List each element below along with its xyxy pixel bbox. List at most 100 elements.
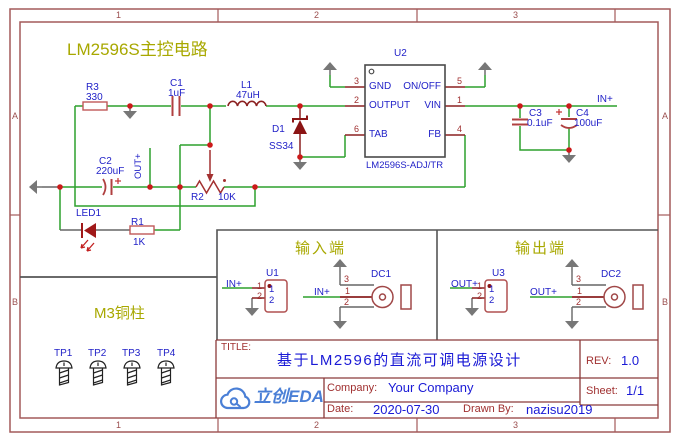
u2-pin-name-output: OUTPUT bbox=[369, 100, 411, 111]
potentiometer-r2[interactable] bbox=[195, 150, 226, 195]
ruler-row-b-right: B bbox=[662, 297, 669, 307]
ruler-col-2-bottom: 2 bbox=[314, 420, 320, 430]
u2-ref[interactable]: U2 bbox=[394, 48, 407, 59]
tp1-label[interactable]: TP1 bbox=[54, 348, 73, 359]
main-circuit-title: LM2596S主控电路 bbox=[67, 40, 208, 59]
company-value[interactable]: Your Company bbox=[388, 380, 474, 395]
ic-u2[interactable] bbox=[364, 64, 446, 158]
capacitor-c3[interactable] bbox=[512, 118, 528, 126]
ruler-row-a-right: A bbox=[662, 111, 669, 121]
input-section-title: 输入端 bbox=[295, 240, 347, 257]
u1-ref[interactable]: U1 bbox=[266, 268, 279, 279]
dc2-pin-num-1: 1 bbox=[577, 286, 583, 296]
pin-stubs bbox=[252, 86, 604, 299]
rev-value[interactable]: 1.0 bbox=[621, 353, 640, 368]
dc1-pin-num-2: 2 bbox=[344, 297, 350, 307]
diode-d1[interactable] bbox=[292, 115, 308, 135]
u1-pin-num-2-out: 2 bbox=[257, 291, 263, 301]
capacitor-c1[interactable] bbox=[171, 96, 181, 116]
u1-pin-num-2-in: 2 bbox=[269, 295, 275, 306]
u3-pin-num-1-out: 1 bbox=[477, 281, 483, 291]
c1-value[interactable]: 1uF bbox=[168, 88, 186, 99]
c4-value[interactable]: 100uF bbox=[574, 118, 603, 129]
u2-pin-name-fb: FB bbox=[428, 129, 441, 140]
ruler-row-b-left: B bbox=[12, 297, 19, 307]
r2-value[interactable]: 10K bbox=[218, 192, 236, 203]
led-led1[interactable] bbox=[80, 223, 96, 252]
net-label-out-u3[interactable]: OUT+ bbox=[451, 279, 478, 290]
header-u1[interactable] bbox=[264, 279, 288, 313]
titleblock-title[interactable]: 基于LM2596的直流可调电源设计 bbox=[277, 352, 522, 369]
sheet-value[interactable]: 1/1 bbox=[626, 383, 645, 398]
ruler-col-1-top: 1 bbox=[116, 10, 122, 20]
r2-ref[interactable]: R2 bbox=[191, 192, 204, 203]
tp2-label[interactable]: TP2 bbox=[88, 348, 107, 359]
inductor-l1[interactable] bbox=[227, 100, 267, 107]
r1-ref[interactable]: R1 bbox=[131, 217, 144, 228]
junction-dots bbox=[57, 103, 572, 190]
led1-ref[interactable]: LED1 bbox=[76, 208, 102, 219]
dc2-ref[interactable]: DC2 bbox=[601, 269, 622, 280]
d1-value[interactable]: SS34 bbox=[269, 141, 294, 152]
dc1-pin-num-1: 1 bbox=[345, 286, 351, 296]
c4-ref[interactable]: C4 bbox=[576, 108, 589, 119]
dc2-pin-num-2: 2 bbox=[576, 297, 582, 307]
capacitor-c2[interactable] bbox=[102, 178, 121, 196]
net-label-out-dc2[interactable]: OUT+ bbox=[530, 287, 557, 298]
r3-ref[interactable]: R3 bbox=[86, 82, 99, 93]
net-label-in-dc1[interactable]: IN+ bbox=[314, 287, 330, 298]
testpoint-screws[interactable] bbox=[55, 360, 175, 386]
net-label-out[interactable]: OUT+ bbox=[133, 153, 144, 179]
net-label-in-u1[interactable]: IN+ bbox=[226, 279, 242, 290]
u2-pin-name-vin: VIN bbox=[424, 100, 441, 111]
dc1-ref[interactable]: DC1 bbox=[371, 269, 392, 280]
l1-ref[interactable]: L1 bbox=[241, 80, 253, 91]
ruler-col-3-top: 3 bbox=[513, 10, 519, 20]
u2-pin-name-gnd: GND bbox=[369, 81, 392, 92]
l1-value[interactable]: 47uH bbox=[236, 90, 260, 101]
drawn-by-label: Drawn By: bbox=[463, 403, 514, 415]
sheet-label: Sheet: bbox=[586, 385, 618, 397]
u3-pin-num-2-in: 2 bbox=[489, 295, 495, 306]
ruler-row-a-left: A bbox=[12, 111, 19, 121]
r1-value[interactable]: 1K bbox=[133, 237, 146, 248]
c3-value[interactable]: 0.1uF bbox=[527, 118, 553, 129]
u3-pin-num-1-in: 1 bbox=[489, 284, 495, 295]
c1-ref[interactable]: C1 bbox=[170, 78, 183, 89]
resistor-r1[interactable] bbox=[129, 225, 155, 235]
capacitor-c4[interactable] bbox=[556, 109, 578, 129]
drawn-by-value[interactable]: nazisu2019 bbox=[526, 402, 593, 417]
c2-value[interactable]: 220uF bbox=[96, 166, 125, 177]
lceda-logo-text: 立创EDA bbox=[254, 387, 324, 406]
gray-wires bbox=[42, 186, 606, 316]
c3-ref[interactable]: C3 bbox=[529, 108, 542, 119]
r3-value[interactable]: 330 bbox=[86, 92, 103, 103]
sheet-border bbox=[9, 8, 671, 433]
barrel-jack-dc1[interactable] bbox=[371, 284, 412, 310]
u2-pin-num-2: 2 bbox=[354, 95, 360, 105]
u2-pin-name-onoff: ON/OFF bbox=[403, 81, 441, 92]
u3-ref[interactable]: U3 bbox=[492, 268, 505, 279]
company-label: Company: bbox=[327, 382, 378, 394]
section-partitions bbox=[20, 229, 658, 340]
output-section-title: 输出端 bbox=[515, 240, 567, 257]
u2-pin-num-4: 4 bbox=[457, 124, 463, 134]
header-u3[interactable] bbox=[484, 279, 508, 313]
d1-ref[interactable]: D1 bbox=[272, 124, 285, 135]
tp4-label[interactable]: TP4 bbox=[157, 348, 176, 359]
net-label-in-main[interactable]: IN+ bbox=[597, 94, 613, 105]
u2-part-number[interactable]: LM2596S-ADJ/TR bbox=[366, 160, 444, 171]
resistor-r3[interactable] bbox=[82, 101, 108, 111]
ruler-col-3-bottom: 3 bbox=[513, 420, 519, 430]
wires[interactable] bbox=[59, 75, 617, 298]
date-value[interactable]: 2020-07-30 bbox=[373, 402, 440, 417]
tp3-label[interactable]: TP3 bbox=[122, 348, 141, 359]
pin1-indicator-icon bbox=[368, 68, 375, 75]
date-label: Date: bbox=[327, 403, 354, 415]
c2-ref[interactable]: C2 bbox=[99, 156, 112, 167]
dc2-pin-num-3: 3 bbox=[576, 274, 582, 284]
barrel-jack-dc2[interactable] bbox=[603, 284, 644, 310]
u2-pin-num-6: 6 bbox=[354, 124, 360, 134]
